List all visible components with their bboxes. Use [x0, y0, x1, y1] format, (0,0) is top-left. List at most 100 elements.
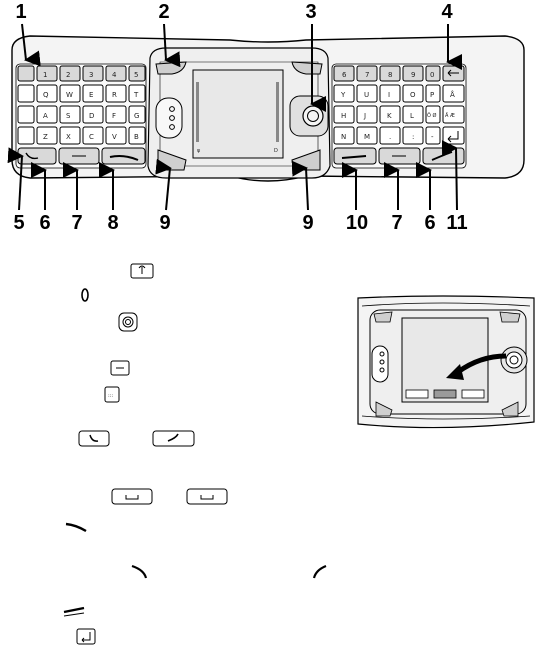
- key-label-i: I: [388, 91, 390, 99]
- display-screen: ψ D: [192, 69, 284, 159]
- key-0[interactable]: [425, 65, 441, 82]
- key-y[interactable]: [333, 84, 355, 103]
- key-e[interactable]: [82, 84, 104, 103]
- key-7[interactable]: [356, 65, 378, 82]
- key-label-r: R: [112, 91, 117, 99]
- key-i[interactable]: [379, 84, 401, 103]
- callout-7: 7: [71, 212, 83, 234]
- key-p[interactable]: [425, 84, 441, 103]
- callout-4: 4: [441, 1, 453, 23]
- key-period[interactable]: [379, 126, 401, 145]
- key-8[interactable]: [379, 65, 401, 82]
- callout-arrows: [7, 23, 462, 211]
- key-6[interactable]: [333, 65, 355, 82]
- key-shift-a[interactable]: [17, 84, 35, 103]
- key-b[interactable]: [128, 126, 146, 145]
- call-key[interactable]: [17, 147, 57, 165]
- light-key[interactable]: [17, 65, 35, 82]
- key-u[interactable]: [356, 84, 378, 103]
- key-aa[interactable]: [442, 84, 465, 103]
- character-key[interactable]: [17, 126, 35, 145]
- light-key-icon: [130, 263, 154, 279]
- key-colon[interactable]: [402, 126, 424, 145]
- callout-1: 1: [15, 1, 27, 23]
- key-label-m: M: [364, 133, 370, 141]
- key-z[interactable]: [36, 126, 58, 145]
- speaker: [155, 97, 183, 139]
- callout-6-right: 6: [424, 212, 436, 234]
- left-selection-key-icon: [65, 522, 87, 533]
- space-key-icon-2: [186, 488, 228, 505]
- end-key-icon: [152, 430, 195, 447]
- callout-11: 11: [446, 212, 468, 234]
- key-l[interactable]: [402, 105, 424, 124]
- key-4[interactable]: [105, 65, 127, 82]
- right-display-key-icon: [312, 564, 327, 579]
- key-c[interactable]: [82, 126, 104, 145]
- left-keyboard: 1 2 3 4 5 Q W E R T A S D F G Z: [17, 65, 146, 165]
- key-label-e: E: [89, 91, 93, 99]
- power-key-icon: [81, 288, 89, 302]
- key-label-b: B: [134, 133, 139, 141]
- callout-9-right: 9: [302, 212, 314, 234]
- key-label-a: A: [43, 112, 48, 120]
- left-display-key-icon: [131, 564, 148, 579]
- key-v[interactable]: [105, 126, 127, 145]
- key-o[interactable]: [402, 84, 424, 103]
- key-label-f: F: [112, 112, 116, 120]
- key-label-l: L: [410, 112, 414, 120]
- right-keyboard: 6 7 8 9 0 Y U I O P Å H J K L Ö Ø Ä Æ: [333, 65, 465, 165]
- call-key-icon: [78, 430, 110, 447]
- key-1[interactable]: [36, 65, 58, 82]
- key-g[interactable]: [128, 105, 146, 124]
- key-r[interactable]: [105, 84, 127, 103]
- enter-key-icon: [76, 628, 96, 645]
- key-label-v: V: [112, 133, 117, 141]
- key-ae[interactable]: [442, 105, 465, 124]
- key-k[interactable]: [379, 105, 401, 124]
- key-t[interactable]: [128, 84, 146, 103]
- key-label-d: D: [89, 112, 94, 120]
- inset-phone-diagram: [357, 295, 535, 429]
- key-label-aa: Å: [450, 90, 455, 99]
- joystick[interactable]: [289, 95, 329, 137]
- key-d[interactable]: [82, 105, 104, 124]
- callout-5: 5: [13, 212, 25, 234]
- svg-text:D: D: [274, 148, 278, 154]
- key-dash[interactable]: [425, 126, 441, 145]
- key-label-s: S: [66, 112, 71, 120]
- key-shift-b[interactable]: [17, 105, 35, 124]
- key-3[interactable]: [82, 65, 104, 82]
- key-2[interactable]: [59, 65, 81, 82]
- key-a[interactable]: [36, 105, 58, 124]
- key-x[interactable]: [59, 126, 81, 145]
- key-n[interactable]: [333, 126, 355, 145]
- key-h[interactable]: [333, 105, 355, 124]
- key-f[interactable]: [105, 105, 127, 124]
- key-9[interactable]: [402, 65, 424, 82]
- svg-text:ψ: ψ: [197, 148, 201, 154]
- key-label-9: 9: [411, 71, 415, 79]
- key-oe[interactable]: [425, 105, 441, 124]
- key-q[interactable]: [36, 84, 58, 103]
- key-label-4: 4: [112, 71, 117, 79]
- key-5[interactable]: [128, 65, 146, 82]
- key-label-5: 5: [134, 71, 138, 79]
- key-s[interactable]: [59, 105, 81, 124]
- key-label-0: 0: [430, 71, 434, 79]
- key-label-x: X: [66, 133, 71, 141]
- key-w[interactable]: [59, 84, 81, 103]
- key-label-u: U: [364, 91, 369, 99]
- callout-2: 2: [158, 1, 170, 23]
- key-j[interactable]: [356, 105, 378, 124]
- callout-7-right: 7: [391, 212, 403, 234]
- key-label-ae: Ä Æ: [445, 112, 455, 119]
- key-label-colon: :: [412, 133, 414, 141]
- key-m[interactable]: [356, 126, 378, 145]
- enter-key[interactable]: [442, 126, 465, 145]
- top-right-display-key[interactable]: [291, 61, 323, 75]
- joystick-icon: [118, 312, 138, 332]
- key-label-n: N: [341, 133, 346, 141]
- key-label-w: W: [66, 91, 73, 99]
